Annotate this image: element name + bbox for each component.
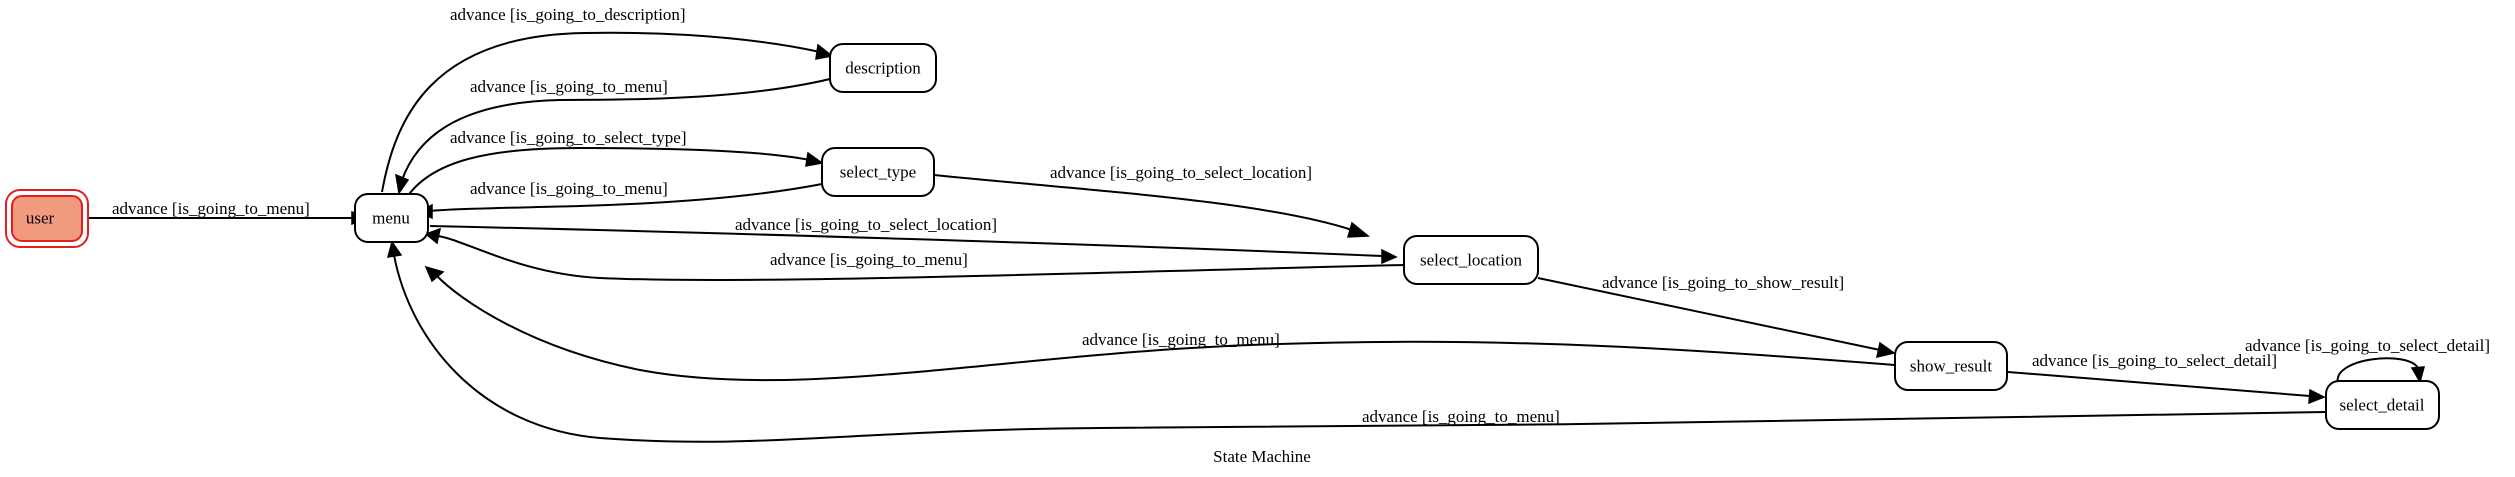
node-select-type: select_type [821, 147, 935, 197]
edge-label-menu-to-select-type: advance [is_going_to_select_type] [450, 128, 687, 147]
edge-label-select-type-to-menu: advance [is_going_to_menu] [470, 179, 668, 198]
edge-menu-to-select-location: advance [is_going_to_select_location] [429, 215, 1398, 265]
node-label-user: user [26, 209, 55, 228]
node-description: description [829, 43, 937, 93]
node-label-description: description [845, 59, 921, 78]
edge-label-menu-to-select-location: advance [is_going_to_select_location] [735, 215, 997, 234]
edge-label-user-to-menu: advance [is_going_to_menu] [112, 199, 310, 218]
edge-show-result-to-menu: advance [is_going_to_menu] [424, 265, 1896, 382]
edge-select-location-to-show-result: advance [is_going_to_show_result] [1537, 273, 1896, 359]
edge-select-type-to-select-location: advance [is_going_to_select_location] [933, 163, 1370, 238]
node-label-select-type: select_type [840, 163, 916, 182]
edge-label-menu-to-description: advance [is_going_to_description] [450, 5, 686, 24]
node-menu: menu [354, 193, 429, 243]
node-select-location: select_location [1403, 235, 1539, 285]
edge-select-type-to-menu: advance [is_going_to_menu] [416, 179, 823, 220]
edge-label-show-result-to-select-detail: advance [is_going_to_select_detail] [2032, 351, 2277, 370]
edge-label-select-detail-self-loop: advance [is_going_to_select_detail] [2245, 336, 2490, 355]
edge-select-location-to-menu: advance [is_going_to_menu] [424, 227, 1405, 282]
edge-label-select-location-to-menu: advance [is_going_to_menu] [770, 250, 968, 269]
edge-label-description-to-menu: advance [is_going_to_menu] [470, 77, 668, 96]
edge-label-select-location-to-show-result: advance [is_going_to_show_result] [1602, 273, 1844, 292]
edge-description-to-menu: advance [is_going_to_menu] [395, 77, 831, 195]
edge-menu-to-description: advance [is_going_to_description] [381, 5, 834, 193]
edge-menu-to-select-type: advance [is_going_to_select_type] [404, 128, 824, 201]
node-label-show-result: show_result [1910, 357, 1992, 376]
node-label-menu: menu [372, 209, 410, 228]
node-label-select-detail: select_detail [2340, 396, 2425, 415]
diagram-caption: State Machine [1213, 447, 1311, 466]
node-label-select-location: select_location [1420, 251, 1522, 270]
edge-select-detail-self-loop: advance [is_going_to_select_detail] [2245, 336, 2490, 384]
node-user: user [5, 189, 89, 248]
edge-label-show-result-to-menu: advance [is_going_to_menu] [1082, 330, 1280, 349]
edge-show-result-to-select-detail: advance [is_going_to_select_detail] [2007, 351, 2326, 405]
edge-label-select-type-to-select-location: advance [is_going_to_select_location] [1050, 163, 1312, 182]
edge-user-to-menu: advance [is_going_to_menu] [88, 199, 368, 226]
edge-label-select-detail-to-menu: advance [is_going_to_menu] [1362, 407, 1560, 426]
node-show-result: show_result [1894, 341, 2008, 391]
node-select-detail: select_detail [2325, 380, 2440, 430]
